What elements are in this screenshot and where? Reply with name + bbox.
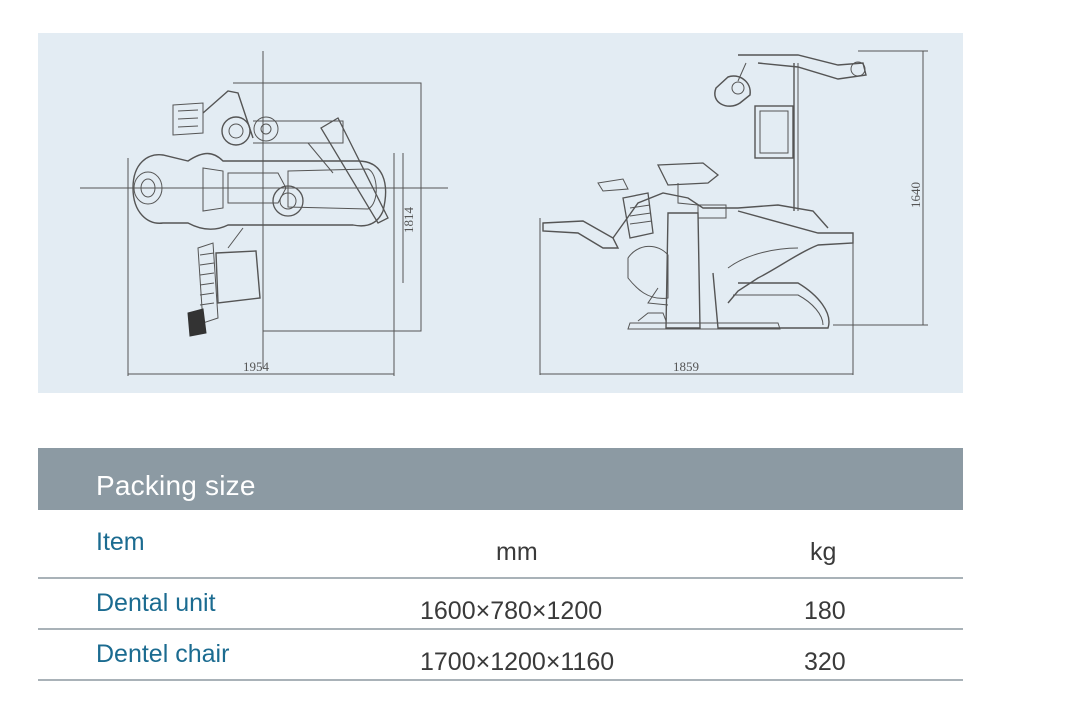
outer-frame — [233, 82, 422, 332]
top-view-depth-label: 1814 — [401, 207, 416, 234]
table-row: Dentel chair 1700×1200×1160 320 — [38, 630, 963, 681]
row-dimensions-mm: 1700×1200×1160 — [420, 648, 615, 676]
drawing-panel: 1954 1814 — [38, 33, 963, 393]
row-item-name: Dentel chair — [96, 640, 230, 668]
packing-size-title: Packing size — [96, 470, 256, 501]
technical-drawing: 1954 1814 — [80, 50, 928, 376]
table-header-row: Item mm kg — [38, 510, 963, 579]
packing-size-header: Packing size — [38, 448, 963, 510]
column-header-mm: mm — [496, 538, 538, 566]
row-weight-kg: 180 — [804, 597, 846, 625]
column-header-kg: kg — [810, 538, 837, 566]
packing-size-table: Item mm kg Dental unit 1600×780×1200 180… — [38, 510, 963, 681]
table-row: Dental unit 1600×780×1200 180 — [38, 579, 963, 630]
row-dimensions-mm: 1600×780×1200 — [420, 597, 603, 625]
column-header-item: Item — [96, 528, 145, 556]
top-view — [80, 51, 448, 376]
side-view — [539, 50, 928, 375]
row-weight-kg: 320 — [804, 648, 846, 676]
row-item-name: Dental unit — [96, 589, 216, 617]
side-view-height-label: 1640 — [908, 182, 923, 208]
side-view-length-label: 1859 — [673, 359, 699, 374]
top-view-width-label: 1954 — [243, 359, 270, 374]
